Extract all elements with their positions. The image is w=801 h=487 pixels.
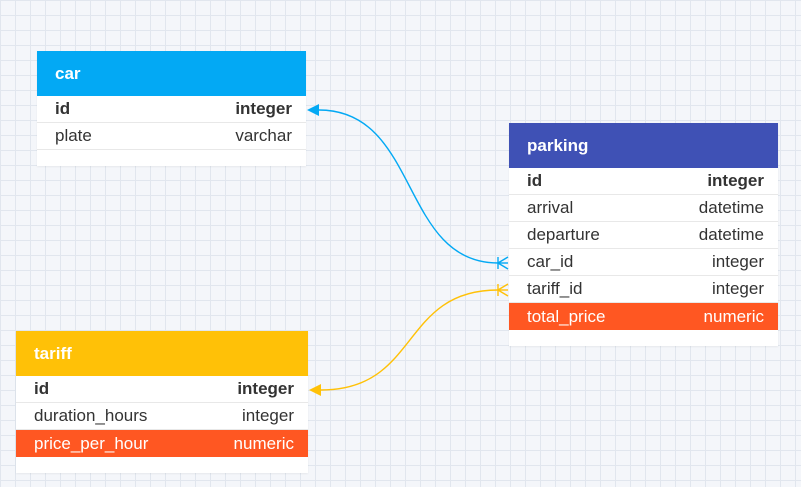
field-row-parking-tariff-id[interactable]: tariff_id integer [509, 276, 778, 303]
entity-car[interactable]: car id integer plate varchar [37, 51, 306, 166]
field-row-tariff-price-per-hour[interactable]: price_per_hour numeric [16, 430, 308, 457]
car-link-crowfoot [497, 256, 509, 270]
field-type: datetime [698, 198, 764, 217]
field-type: integer [712, 252, 764, 271]
field-type: numeric [703, 306, 764, 326]
entity-parking[interactable]: parking id integer arrival datetime depa… [509, 123, 778, 346]
field-row-car-id[interactable]: id integer [37, 96, 306, 123]
entity-parking-header: parking [509, 123, 778, 168]
entity-car-header: car [37, 51, 306, 96]
field-type: numeric [233, 433, 294, 453]
field-name: departure [527, 225, 600, 244]
field-name: price_per_hour [34, 433, 149, 453]
field-row-parking-total-price[interactable]: total_price numeric [509, 303, 778, 330]
entity-tariff-title: tariff [34, 343, 72, 363]
field-type: integer [712, 279, 764, 298]
field-row-tariff-duration-hours[interactable]: duration_hours integer [16, 403, 308, 430]
field-row-car-plate[interactable]: plate varchar [37, 123, 306, 150]
field-type: integer [237, 379, 294, 398]
relationship-car-parking [307, 104, 509, 270]
relationship-tariff-parking [309, 283, 509, 396]
field-name: total_price [527, 306, 606, 326]
entity-tariff[interactable]: tariff id integer duration_hours integer… [16, 331, 308, 473]
field-type: integer [242, 406, 294, 425]
field-name: tariff_id [527, 279, 583, 298]
field-row-parking-arrival[interactable]: arrival datetime [509, 195, 778, 222]
field-type: integer [235, 99, 292, 118]
field-name: id [34, 379, 50, 398]
car-link-arrow [307, 104, 319, 116]
entity-footer [37, 150, 306, 166]
field-row-parking-departure[interactable]: departure datetime [509, 222, 778, 249]
entity-tariff-header: tariff [16, 331, 308, 376]
field-name: arrival [527, 198, 574, 217]
field-name: id [527, 171, 543, 190]
entity-footer [16, 457, 308, 473]
field-row-tariff-id[interactable]: id integer [16, 376, 308, 403]
car-link-curve [318, 109, 499, 264]
field-type: datetime [698, 225, 764, 244]
entity-parking-title: parking [527, 135, 589, 155]
tariff-link-arrow [309, 384, 321, 396]
entity-footer [509, 330, 778, 346]
field-type: integer [707, 171, 764, 190]
field-name: car_id [527, 252, 574, 271]
field-row-parking-car-id[interactable]: car_id integer [509, 249, 778, 276]
field-name: plate [55, 126, 92, 145]
field-name: duration_hours [34, 406, 148, 425]
entity-car-title: car [55, 63, 81, 83]
tariff-link-curve [320, 289, 499, 391]
tariff-link-crowfoot [497, 283, 509, 297]
field-type: varchar [235, 126, 292, 145]
field-row-parking-id[interactable]: id integer [509, 168, 778, 195]
field-name: id [55, 99, 71, 118]
